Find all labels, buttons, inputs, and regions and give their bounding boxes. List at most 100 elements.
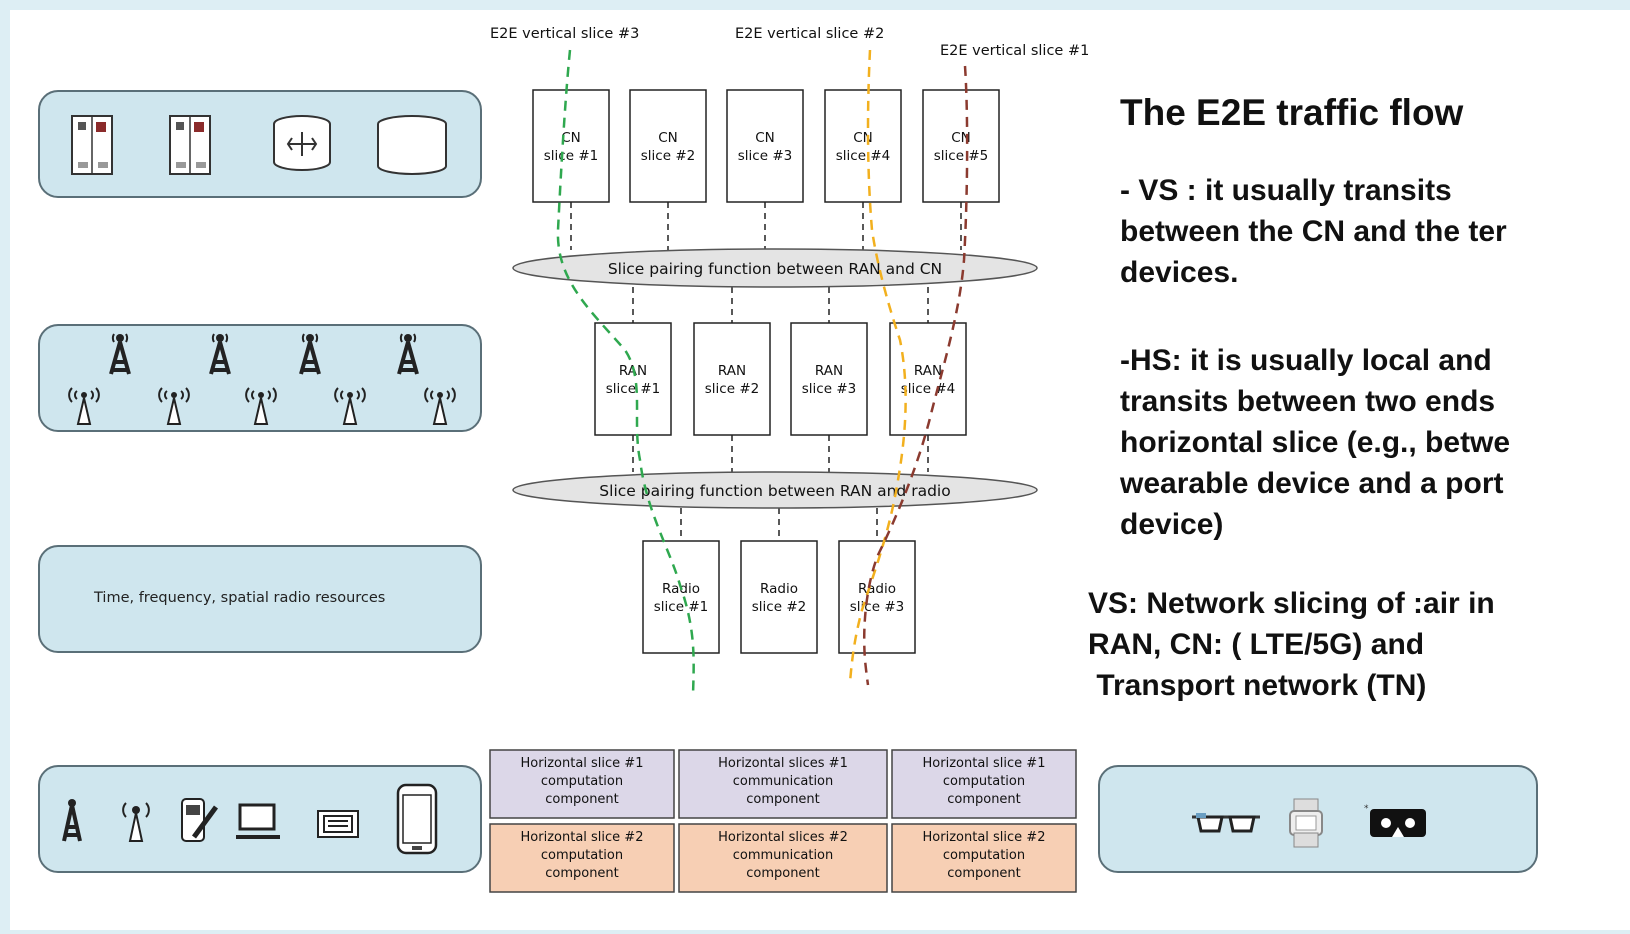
vr-headset-icon: * [1364, 804, 1426, 837]
radio-resources-panel: Time, frequency, spatial radio resources [38, 545, 482, 653]
ran-slice-box-3: RAN slice #3 [790, 322, 868, 436]
cn-slice-box-sublabel: slice #3 [738, 148, 792, 164]
radio-slice-box-label: Radio [760, 581, 798, 597]
tower-icon [397, 333, 419, 375]
cn-slice-box-label: CN [561, 130, 581, 146]
radio-slice-box-label: Radio [858, 581, 896, 597]
ran-slice-box-sublabel: slice #3 [802, 381, 856, 397]
core-hardware-icons [71, 115, 447, 175]
horizontal-slice-text: computation [943, 774, 1025, 789]
vs-line-1: - VS : it usually transits [1120, 174, 1452, 207]
tablet-pen-icon [181, 798, 219, 842]
horizontal-slice-cell: Horizontal slices #2communicationcompone… [678, 823, 888, 893]
vs-line-2: between the CN and the ter [1120, 215, 1507, 248]
horizontal-slice-text: communication [733, 774, 834, 789]
vertical-slice-path-2 [848, 49, 907, 683]
access-point-icon [122, 802, 150, 842]
server-icon [169, 115, 211, 175]
radio-resources-label: Time, frequency, spatial radio resources [94, 590, 386, 606]
wearable-icons: * [1192, 798, 1426, 848]
svg-text:E2E vertical slice #1: E2E vertical slice #1 [940, 43, 1089, 59]
svg-text:E2E vertical slice #3: E2E vertical slice #3 [490, 26, 639, 42]
horizontal-slice-text: Horizontal slice #1 [923, 756, 1046, 771]
router-icon [273, 115, 331, 171]
hs-line-5: device) [1120, 508, 1224, 541]
radio-slice-box-sublabel: slice #2 [752, 599, 806, 615]
horizontal-slice-cell: Horizontal slice #1 computation component [891, 749, 1077, 819]
horizontal-slice-text: component [947, 866, 1021, 881]
tower-icon [62, 799, 82, 842]
svg-text:*: * [1364, 804, 1369, 814]
antenna-icons [68, 333, 456, 425]
smartphone-icon [396, 783, 438, 855]
hs-description: -HS: it is usually local and transits be… [1120, 340, 1510, 545]
vs2-line-1: VS: Network slicing of :air in [1088, 587, 1495, 620]
horizontal-slice-cell: Horizontal slices #1communicationcompone… [678, 749, 888, 819]
horizontal-slice-text: component [947, 792, 1021, 807]
vs-description: - VS : it usually transits between the C… [1120, 170, 1507, 293]
vs2-line-2: RAN, CN: ( LTE/5G) and [1088, 628, 1425, 661]
horizontal-slice-text: Horizontal slice #1 [521, 756, 644, 771]
horizontal-slice-text: computation [541, 848, 623, 863]
vs2-line-3: Transport network (TN) [1088, 669, 1427, 702]
smartwatch-icon [1289, 798, 1323, 848]
pairing-label-ran-cn: Slice pairing function between RAN and C… [608, 260, 942, 278]
access-point-icon [68, 387, 100, 425]
cn-slice-box-3: CN slice #3 [726, 89, 804, 203]
horizontal-slice-text: Horizontal slices #1 [718, 756, 848, 771]
access-point-icon [158, 387, 190, 425]
tower-icon [209, 333, 231, 375]
vertical-slice-label-3: E2E vertical slice #3 [490, 26, 639, 42]
access-point-icon [334, 387, 366, 425]
server-icon [71, 115, 113, 175]
horizontal-slice-text: computation [541, 774, 623, 789]
cn-slice-box-sublabel: slice #1 [544, 148, 598, 164]
ran-slice-box-sublabel: slice #1 [606, 381, 660, 397]
hs-line-2: transits between two ends [1120, 385, 1496, 418]
ran-slice-box-label: RAN [815, 363, 843, 379]
cn-slice-box-sublabel: slice #5 [934, 148, 988, 164]
horizontal-slice-text: Horizontal slice #2 [521, 830, 644, 845]
radio-slice-box-2: Radio slice #2 [740, 540, 818, 654]
vertical-slice-label-1: E2E vertical slice #1 [940, 43, 1089, 59]
wearable-devices-panel: * [1098, 765, 1538, 873]
tower-icon [299, 333, 321, 375]
ran-slice-box-sublabel: slice #2 [705, 381, 759, 397]
cn-slice-box-label: CN [755, 130, 775, 146]
cn-slice-box-label: CN [658, 130, 678, 146]
pairing-ellipse-ran-cn: Slice pairing function between RAN and C… [512, 248, 1038, 288]
horizontal-slice-text: communication [733, 848, 834, 863]
device-icons [62, 783, 438, 855]
radio-slice-box-sublabel: slice #1 [654, 599, 708, 615]
laptop-icon [236, 803, 280, 839]
vs-line-3: devices. [1120, 256, 1239, 289]
media-device-icon [317, 810, 359, 838]
vertical-slice-label-2: E2E vertical slice #2 [735, 26, 884, 42]
access-point-icon [245, 387, 277, 425]
smart-glasses-icon [1192, 813, 1260, 833]
radio-access-antennas-panel [38, 324, 482, 432]
vertical-slice-path-3 [556, 49, 695, 696]
horizontal-slice-text: component [746, 866, 820, 881]
horizontal-slice-text: computation [943, 848, 1025, 863]
cn-slice-box-sublabel: slice #4 [836, 148, 890, 164]
horizontal-slice-text: component [545, 866, 619, 881]
hs-line-4: wearable device and a port [1120, 467, 1504, 500]
radio-slice-box-sublabel: slice #3 [850, 599, 904, 615]
storage-icon [377, 115, 447, 175]
pairing-ellipse-ran-radio: Slice pairing function between RAN and r… [512, 471, 1038, 509]
tower-icon [109, 333, 131, 375]
ran-slice-box-label: RAN [914, 363, 942, 379]
hs-line-3: horizontal slice (e.g., betwe [1120, 426, 1511, 459]
vertical-slice-path-1 [862, 65, 969, 686]
